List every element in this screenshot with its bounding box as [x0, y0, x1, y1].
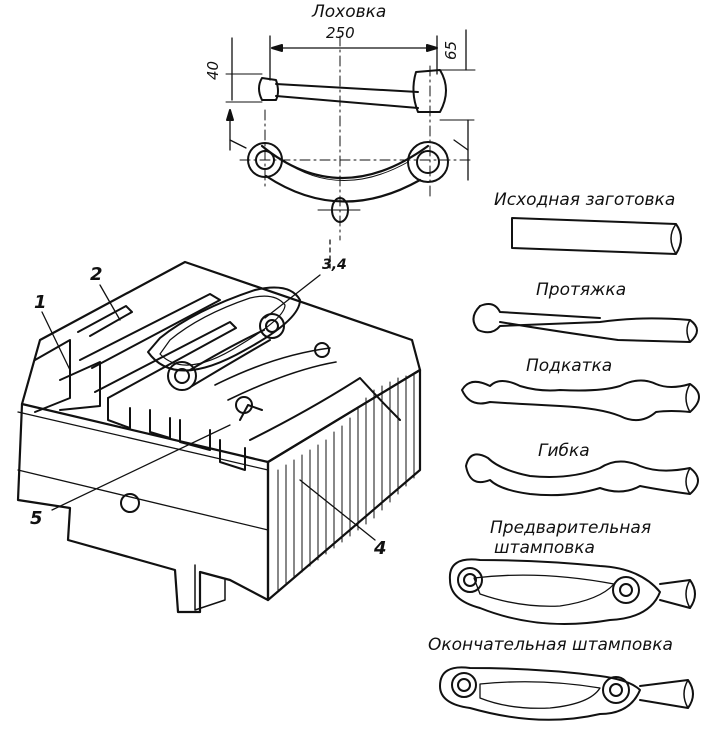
part-front-view — [226, 109, 475, 223]
stage-bending — [465, 453, 699, 497]
callout-5: 5 — [30, 508, 43, 529]
stage-final-stamping — [439, 666, 694, 721]
stage-label-bending: Гибка — [538, 441, 590, 461]
stage-blank — [511, 217, 682, 255]
stage-drawing — [472, 303, 698, 343]
stage-label-blank: Исходная заготовка — [494, 190, 676, 210]
dimension-length: 250 — [326, 24, 355, 42]
callout-1: 1 — [34, 292, 47, 313]
stage-label-drawing: Протяжка — [536, 280, 627, 300]
stage-label-rolling: Подкатка — [526, 356, 613, 376]
stage-pre-stamping — [448, 558, 696, 625]
callout-3-4: 3,4 — [322, 257, 347, 273]
part-title: Лоховка — [312, 2, 387, 22]
callout-2: 2 — [90, 264, 103, 285]
part-top-view — [225, 29, 476, 241]
dimension-height-left: 40 — [204, 60, 222, 80]
die-block — [16, 260, 422, 614]
die-side-hatching — [277, 372, 415, 591]
stage-label-pre-stamping-2: штамповка — [494, 538, 595, 558]
dimension-height-right: 65 — [442, 40, 460, 60]
stage-label-pre-stamping-1: Предварительная — [490, 518, 652, 538]
callout-leaders — [41, 239, 376, 541]
stage-label-final-stamping: Окончательная штамповка — [428, 635, 673, 655]
callout-4: 4 — [374, 538, 387, 559]
stage-rolling — [461, 379, 700, 422]
